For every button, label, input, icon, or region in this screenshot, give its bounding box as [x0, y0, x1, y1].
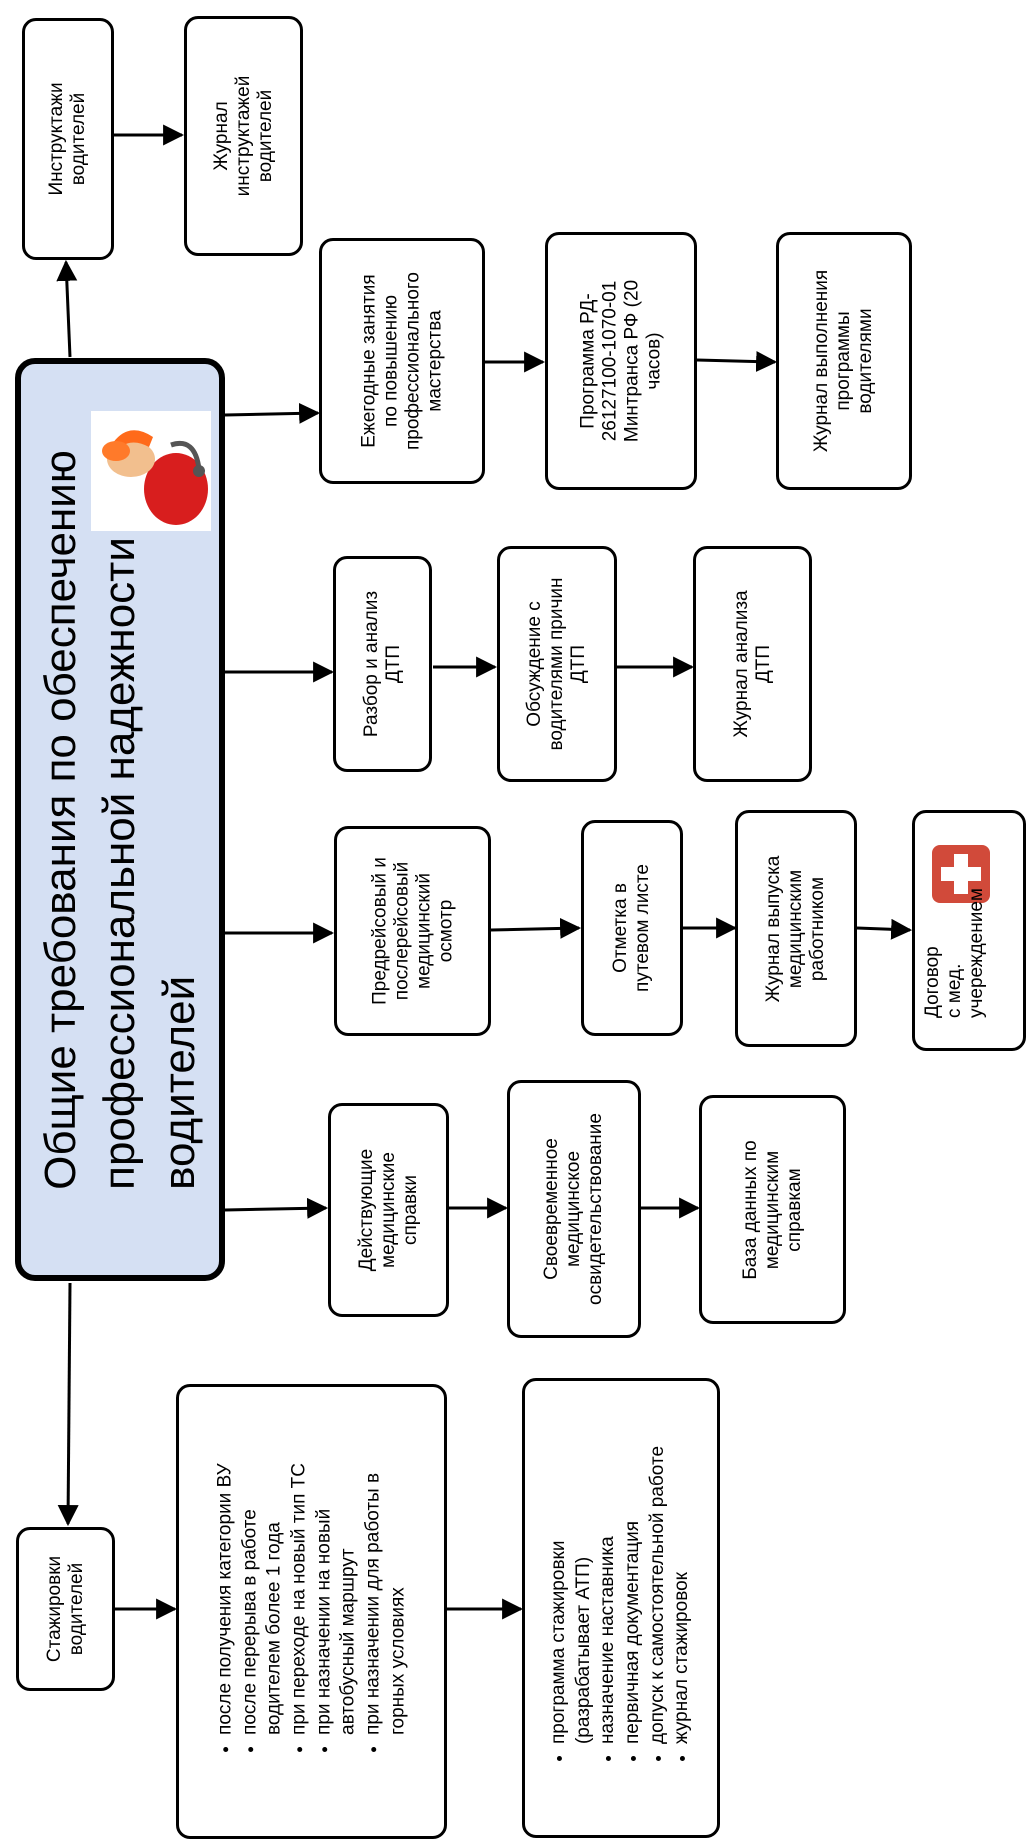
box-text-line: Обсуждение с [524, 601, 546, 727]
box-baza-dannyh: База данных по медицинским справкам [699, 1095, 846, 1324]
box-text-line: справкам [783, 1167, 805, 1252]
box-text-line: База данных по [739, 1139, 761, 1280]
list-item: при назначении для работы в [361, 1463, 386, 1734]
box-programma-rd: Программа РД- 26127100-1070-01 Минтранса… [545, 232, 697, 490]
box-text-line: учереждением [965, 888, 987, 1018]
box-text-line: Стажировки [43, 1555, 65, 1663]
box-text-line: ДТП [567, 644, 589, 684]
list-item: после перерыва в работе [237, 1463, 262, 1735]
box-text-line: Договор [922, 946, 944, 1018]
box-obsuzhdenie: Обсуждение с водителями причин ДТП [497, 546, 617, 782]
box-text-line: инструктажей [232, 75, 254, 197]
stazh-conditions-list: после получения категории ВУ после перер… [213, 1463, 411, 1761]
arrow-main-to-instruktazh [56, 259, 78, 358]
box-text-line: медицинским [761, 1150, 783, 1269]
box-text-line: ДТП [752, 644, 774, 684]
box-text-line: Ежегодные занятия [358, 274, 380, 448]
box-text-line: медицинским [785, 869, 807, 988]
list-item: водителем более 1 года [263, 1521, 285, 1735]
box-dogovor: Договор с мед. учереждением [912, 810, 1026, 1051]
list-item: допуск к самостоятельной работе [646, 1446, 671, 1744]
stazh-program-list: программа стажировки (разрабатывает АТП)… [547, 1446, 695, 1770]
list-item: программа стажировки [547, 1446, 572, 1745]
arrow-predreis-to-otmetka [490, 917, 582, 939]
box-text-line: водителями причин [546, 577, 568, 751]
list-item: при назначении на новый [312, 1463, 337, 1734]
box-text-line: водителями [854, 308, 876, 414]
box-text-line: мастерства [423, 310, 445, 412]
medical-cross-icon [932, 845, 990, 903]
box-text-line: ДТП [382, 644, 404, 684]
list-item: первичная документация [621, 1446, 646, 1744]
box-deystvuyushchie-spravki: Действующие медицинские справки [328, 1103, 449, 1317]
box-instruktazh: Инструктажи водителей [22, 18, 114, 260]
arrow-zhurnal-to-dogovor [856, 918, 913, 940]
box-ezhegodnye-zanyatiya: Ежегодные занятия по повышению профессио… [319, 238, 485, 484]
list-item: при переходе на новый тип ТС [287, 1463, 312, 1735]
list-item: назначение наставника [596, 1446, 621, 1744]
box-text-line: профессионального [402, 272, 423, 450]
list-item: (разрабатывает АТП) [572, 1556, 594, 1745]
main-title-line: Общие требования по обеспечению [35, 449, 85, 1190]
box-text-line: путевом листе [632, 864, 653, 992]
arrow-main-to-stazh [57, 1282, 79, 1527]
box-zhurnal-vypuska: Журнал выпуска медицинским работником [735, 810, 857, 1047]
box-text-line: Инструктажи [46, 82, 68, 196]
box-text-line: Журнал выпуска [763, 855, 785, 1002]
box-text-line: осмотр [434, 899, 456, 963]
arrow-main-to-ezhegod [224, 402, 321, 424]
main-title-line: профессиональной надежности [95, 536, 145, 1190]
worker-icon [91, 411, 211, 531]
box-text-line: водителей [65, 1562, 87, 1656]
box-text-line: медицинские [377, 1152, 399, 1268]
list-item: горных условиях [386, 1586, 408, 1735]
box-svoevremennoe: Своевременное медицинское освидетельство… [507, 1080, 641, 1338]
box-text-line: Отметка в [610, 883, 632, 973]
arrow-programma-to-zhurnal [696, 351, 778, 373]
box-programma-stazhirovki: программа стажировки (разрабатывает АТП)… [522, 1378, 720, 1838]
box-text-line: водителей [254, 89, 276, 183]
box-text-line: Минтранса РФ (20 [621, 279, 642, 443]
list-item: журнал стажировок [670, 1446, 695, 1744]
box-zhurnal-analiza-dtp: Журнал анализа ДТП [693, 546, 812, 782]
box-razbor-dtp: Разбор и анализ ДТП [333, 556, 432, 772]
box-text-line: по повышению [380, 295, 402, 427]
main-requirements-box: Общие требования по обеспечению професси… [15, 358, 225, 1281]
box-text-line: часов) [642, 332, 664, 390]
box-text-line: освидетельствование [584, 1113, 606, 1305]
box-text-line: Программа РД- [577, 293, 599, 429]
box-text-line: Своевременное [541, 1138, 563, 1280]
box-predreisovyy: Предрейсовый и послерейсовый медицинский… [334, 826, 491, 1036]
box-text-line: программы [833, 311, 855, 411]
list-item: автобусный маршрут [337, 1547, 359, 1735]
box-zhurnal-vypolneniya: Журнал выполнения программы водителями [776, 232, 912, 490]
box-zhurnal-instruktazhey: Журнал инструктажей водителей [184, 16, 303, 256]
box-otmetka: Отметка в путевом листе [581, 820, 683, 1036]
box-usloviya-stazhirovki: после получения категории ВУ после перер… [176, 1384, 447, 1839]
box-stazhirovki: Стажировки водителей [16, 1527, 115, 1691]
box-text-line: с мед. [944, 963, 966, 1018]
main-title-line: водителей [154, 975, 204, 1190]
box-text-line: медицинское [563, 1150, 585, 1268]
list-item: после получения категории ВУ [213, 1463, 238, 1735]
box-text-line: 26127100-1070-01 [599, 280, 621, 442]
box-text-line: Предрейсовый и [368, 857, 390, 1005]
box-text-line: Разбор и анализ [360, 590, 382, 738]
box-text-line: Журнал [210, 101, 232, 171]
box-text-line: медицинский [412, 873, 434, 989]
box-text-line: Действующие [355, 1148, 377, 1272]
box-text-line: работником [806, 876, 828, 981]
box-text-line: послерейсовый [390, 861, 412, 1001]
box-text-line: водителей [68, 92, 89, 186]
box-text-line: Журнал выполнения [811, 269, 833, 453]
box-text-line: справки [399, 1175, 421, 1245]
box-text-line: Журнал анализа [730, 590, 752, 738]
main-title: Общие требования по обеспечению професси… [31, 450, 209, 1190]
arrow-main-to-spravki [224, 1197, 329, 1219]
